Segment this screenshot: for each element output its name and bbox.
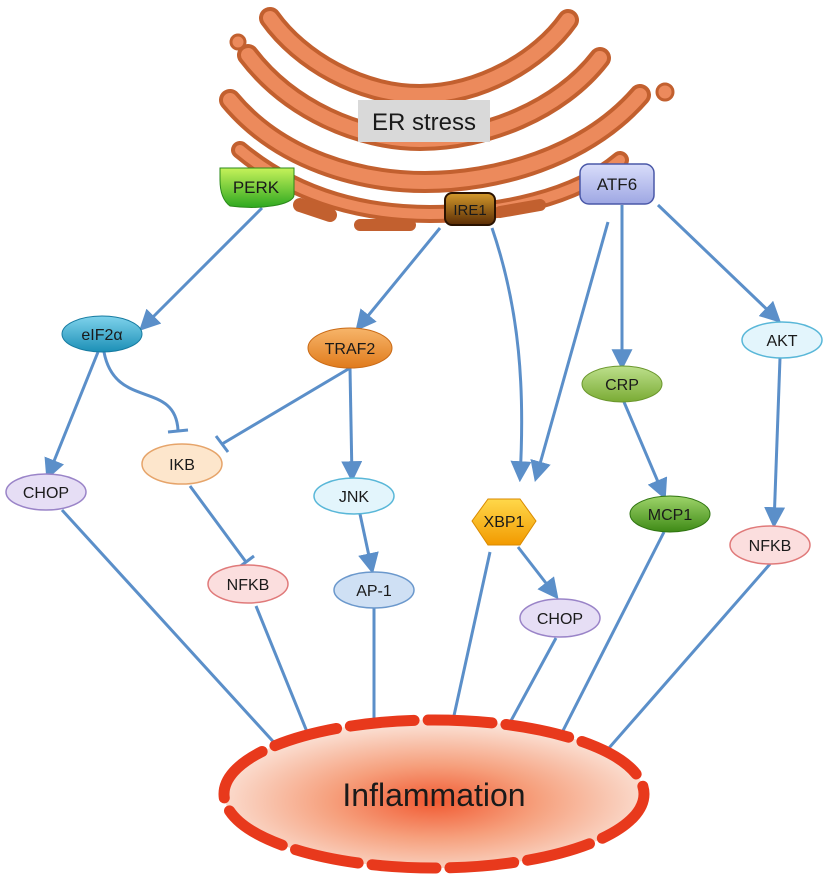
inhibit-eif2a-ikb <box>102 351 180 431</box>
ire1-node: IRE1 <box>444 192 496 226</box>
arrow-traf2-jnk <box>341 367 363 483</box>
xbp1-node: XBP1 <box>471 498 537 546</box>
ap1-label: AP-1 <box>356 583 392 600</box>
arrow-eif2a-chop <box>44 351 100 480</box>
inflammation-label: Inflammation <box>342 777 525 813</box>
perk-label: PERK <box>233 178 280 197</box>
arrow-nfkb-inflammation <box>254 605 320 758</box>
arrow-nfkb-right-inflammation <box>585 563 772 776</box>
akt-node: AKT <box>741 321 823 359</box>
nfkb-right-label: NFKB <box>749 538 792 555</box>
arrow-xbp1-chop <box>516 546 559 600</box>
atf6-label: ATF6 <box>597 175 637 194</box>
inflammation-node: Inflammation <box>218 714 650 874</box>
perk-node: PERK <box>219 167 295 208</box>
arrow-atf6-akt <box>656 203 782 323</box>
arrow-perk-eif2a <box>139 206 264 331</box>
arrow-crp-mcp1 <box>622 401 668 500</box>
mcp1-label: MCP1 <box>648 507 693 524</box>
mcp1-node: MCP1 <box>629 495 711 533</box>
ikb-label: IKB <box>169 457 195 474</box>
ire1-label: IRE1 <box>453 202 486 219</box>
crp-label: CRP <box>605 377 639 394</box>
jnk-label: JNK <box>339 489 370 506</box>
eif2a-label: eIF2α <box>81 327 122 344</box>
chop-left-node: CHOP <box>5 473 87 511</box>
er-stress-text: ER stress <box>372 109 476 136</box>
nfkb-left-node: NFKB <box>207 564 289 604</box>
traf2-node: TRAF2 <box>307 327 393 369</box>
ikb-node: IKB <box>141 443 223 485</box>
nfkb-right-node: NFKB <box>729 525 811 565</box>
chop-mid-node: CHOP <box>519 598 601 638</box>
arrow-chop-inflammation <box>60 508 293 764</box>
ap1-node: AP-1 <box>333 571 415 609</box>
akt-label: AKT <box>766 333 797 350</box>
inhibit-traf2-ikb <box>221 366 351 446</box>
nfkb-left-label: NFKB <box>227 577 270 594</box>
traf2-label: TRAF2 <box>325 341 376 358</box>
xbp1-label: XBP1 <box>484 514 525 531</box>
arrow-akt-nfkb <box>764 357 786 529</box>
jnk-node: JNK <box>313 477 395 515</box>
chop-mid-label: CHOP <box>537 611 583 628</box>
crp-node: CRP <box>581 365 663 403</box>
eif2a-node: eIF2α <box>61 315 143 353</box>
arrow-ire1-xbp1 <box>490 227 532 483</box>
arrow-atf6-xbp1 <box>530 221 610 483</box>
arrow-jnk-ap1 <box>358 513 379 575</box>
inhibit-ikb-nfkb <box>188 485 248 563</box>
er-stress-label: ER stress <box>358 100 490 142</box>
arrow-ire1-traf2 <box>355 227 442 332</box>
atf6-node: ATF6 <box>579 163 655 205</box>
chop-left-label: CHOP <box>23 485 69 502</box>
connectors <box>44 203 786 776</box>
